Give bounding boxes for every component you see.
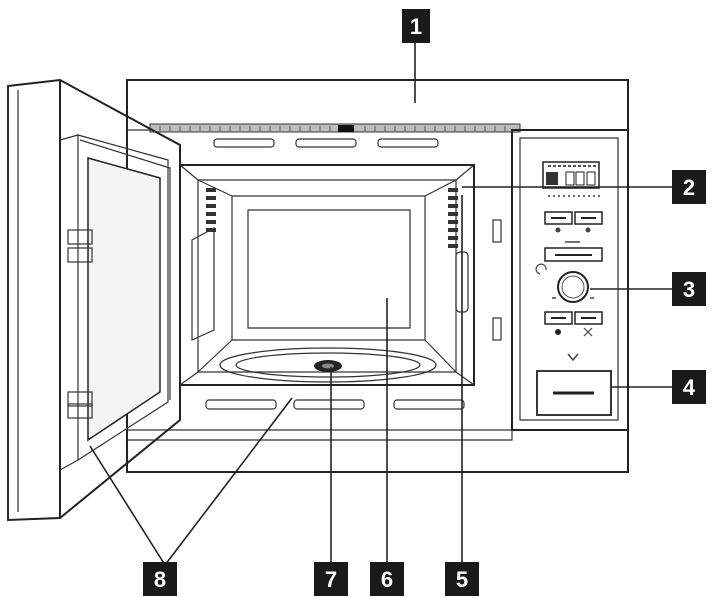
callout-2: 2	[672, 170, 706, 204]
callout-4: 4	[672, 370, 706, 404]
callout-5: 5	[445, 562, 479, 596]
callout-8: 8	[143, 562, 177, 596]
callout-4-label: 4	[683, 375, 696, 400]
callout-7-label: 7	[325, 567, 337, 592]
callout-6-label: 6	[381, 567, 393, 592]
leader-8b	[164, 397, 293, 566]
callout-8-label: 8	[154, 567, 166, 592]
leader-lines	[89, 42, 672, 566]
oven-cavity	[179, 164, 502, 386]
callout-6: 6	[370, 562, 404, 596]
callout-3-label: 3	[683, 277, 695, 302]
door-window	[87, 157, 161, 442]
control-panel	[511, 129, 629, 431]
callout-1-label: 1	[410, 14, 422, 39]
open-door	[7, 78, 181, 522]
callout-1: 1	[402, 9, 430, 43]
callout-5-label: 5	[456, 567, 468, 592]
callout-2-label: 2	[683, 175, 695, 200]
callout-3: 3	[672, 272, 706, 306]
leader-8a	[89, 445, 166, 566]
callout-7: 7	[314, 562, 348, 596]
